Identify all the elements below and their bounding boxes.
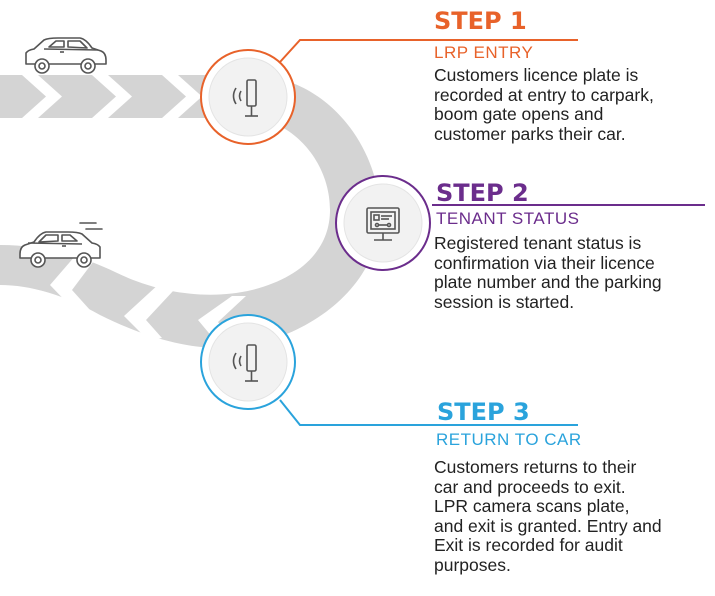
step1-desc-line: Customers licence plate is — [434, 65, 639, 85]
step1-desc-line: recorded at entry to carpark, — [434, 84, 654, 105]
step3-node — [200, 314, 296, 410]
step2-description: Registered tenant status is confirmation… — [434, 233, 662, 312]
step2-desc-line: confirmation via their licence — [434, 252, 655, 273]
step3-description: Customers returns to their car and proce… — [434, 457, 662, 575]
lpr-camera-icon — [232, 344, 258, 382]
step3-desc-line: Exit is recorded for audit — [434, 535, 623, 555]
step2-desc-line: plate number and the parking — [434, 272, 662, 292]
chevron-5 — [124, 283, 174, 340]
step2-desc-line: session is started. — [434, 291, 575, 312]
car-outline-icon — [25, 37, 107, 74]
step1-desc-line: boom gate opens and — [434, 104, 604, 124]
step3-subtitle: RETURN TO CAR — [436, 430, 582, 449]
step1-subtitle: LRP ENTRY — [434, 43, 534, 62]
step1-title: STEP 1 — [434, 7, 527, 35]
step1-description: Customers licence plate is recorded at e… — [434, 65, 654, 144]
road-path — [0, 75, 381, 349]
step2-desc-line: Registered tenant status is — [434, 233, 642, 253]
step2-title: STEP 2 — [436, 179, 529, 207]
chevron-2 — [92, 75, 132, 118]
step3-desc-line: LPR camera scans plate, — [434, 496, 630, 516]
step3-desc-line: purposes. — [434, 554, 511, 575]
step1-node — [200, 49, 296, 145]
step3-desc-line: car and proceeds to exit. — [434, 476, 626, 497]
step1-desc-line: customer parks their car. — [434, 123, 626, 144]
step1-connector — [279, 39, 578, 63]
chevron-6 — [198, 296, 246, 344]
monitor-icon — [366, 207, 400, 241]
step2-subtitle: TENANT STATUS — [436, 209, 580, 228]
car-moving-icon — [19, 222, 103, 268]
step3-desc-line: Customers returns to their — [434, 457, 637, 477]
chevron-3 — [162, 75, 202, 118]
step2-node — [335, 175, 431, 271]
step3-connector — [279, 399, 578, 426]
entry-chevrons — [22, 75, 202, 118]
step3-title: STEP 3 — [437, 398, 530, 426]
chevron-1 — [22, 75, 62, 118]
step3-desc-line: and exit is granted. Entry and — [434, 515, 662, 536]
lpr-camera-icon — [232, 79, 258, 117]
